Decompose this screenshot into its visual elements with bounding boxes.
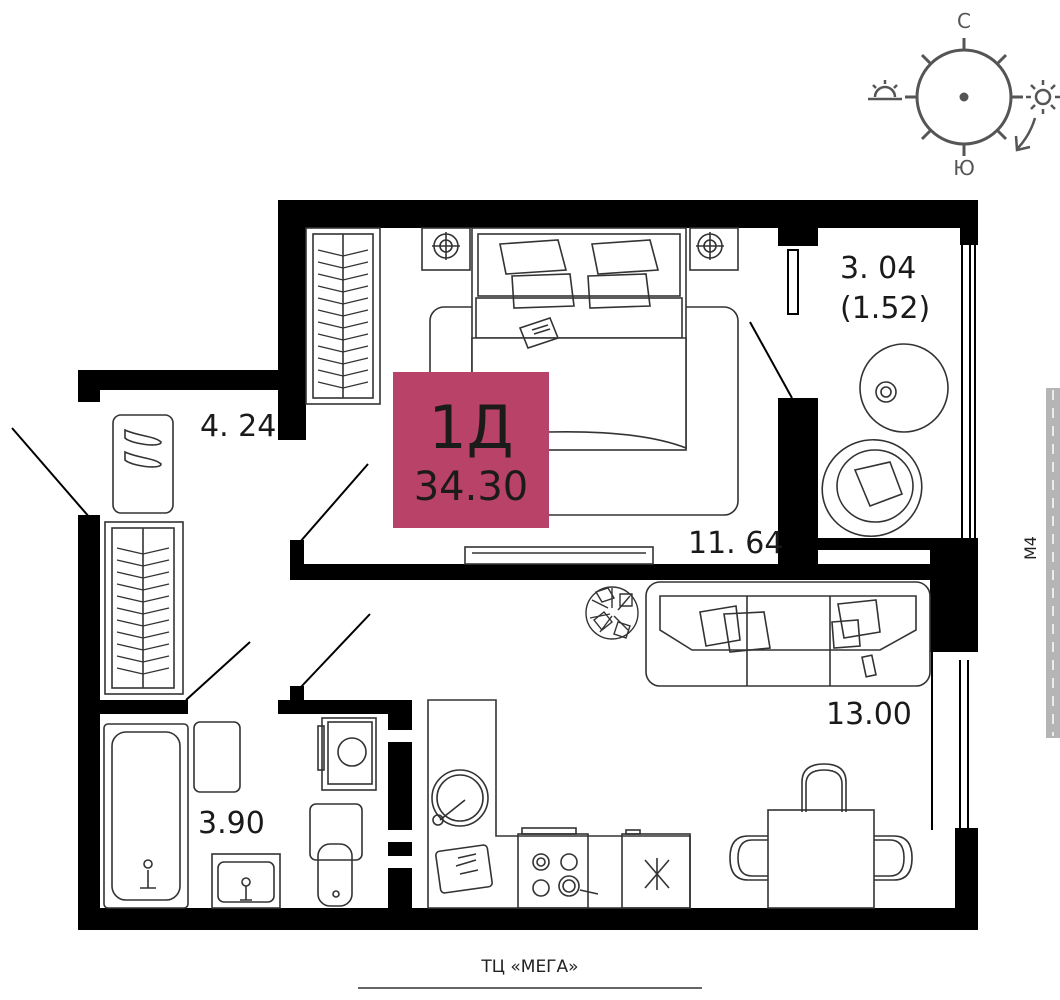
bedroom-wardrobe <box>305 227 381 405</box>
apartment-badge: 1Д 34.30 <box>393 372 549 528</box>
road-strip <box>1046 388 1060 738</box>
chair-left <box>729 835 768 881</box>
apartment-total-area: 34.30 <box>414 464 529 510</box>
kitchen-sink <box>431 769 489 827</box>
landmark-right: М4 <box>1021 536 1040 560</box>
windows <box>931 245 976 830</box>
plant <box>585 586 639 640</box>
sunrise-icon <box>1026 80 1060 114</box>
chair-right <box>874 835 913 881</box>
toilet-tank <box>309 803 363 861</box>
compass <box>905 38 1037 156</box>
hallway-area: 4. 24 <box>200 409 276 444</box>
sofa <box>645 581 931 687</box>
tv-stand <box>464 546 654 565</box>
balcony-area: 3. 04 <box>840 251 916 286</box>
compass-south-label: Ю <box>953 156 975 180</box>
door-swings <box>11 249 799 701</box>
balcony-chair <box>821 438 923 538</box>
washing-machine <box>321 717 377 791</box>
landmark-bottom: ТЦ «МЕГА» <box>480 957 578 977</box>
chair-top <box>801 763 847 812</box>
nightstand-left <box>421 227 471 271</box>
walls <box>78 200 978 930</box>
kitchen-counter <box>427 699 691 909</box>
bathtub <box>103 723 189 909</box>
stove <box>517 833 589 909</box>
sunset-icon <box>868 80 902 101</box>
hallway-bench <box>112 414 174 514</box>
bathroom-area: 3.90 <box>198 806 265 841</box>
apartment-type: 1Д <box>428 393 513 463</box>
fridge <box>621 833 691 909</box>
balcony-reduced-area: (1.52) <box>840 291 930 326</box>
living-kitchen-area: 13.00 <box>826 697 912 732</box>
compass-north-label: С <box>957 9 971 33</box>
washbasin <box>211 853 281 909</box>
nightstand-right <box>689 227 739 271</box>
dining-table <box>767 809 875 909</box>
toilet <box>317 843 353 907</box>
bedroom-area: 11. 64 <box>688 526 783 561</box>
balcony-table <box>859 343 949 433</box>
hallway-wardrobe <box>104 521 184 695</box>
bath-mat <box>193 721 241 793</box>
apartment-badge-bg <box>393 372 549 528</box>
